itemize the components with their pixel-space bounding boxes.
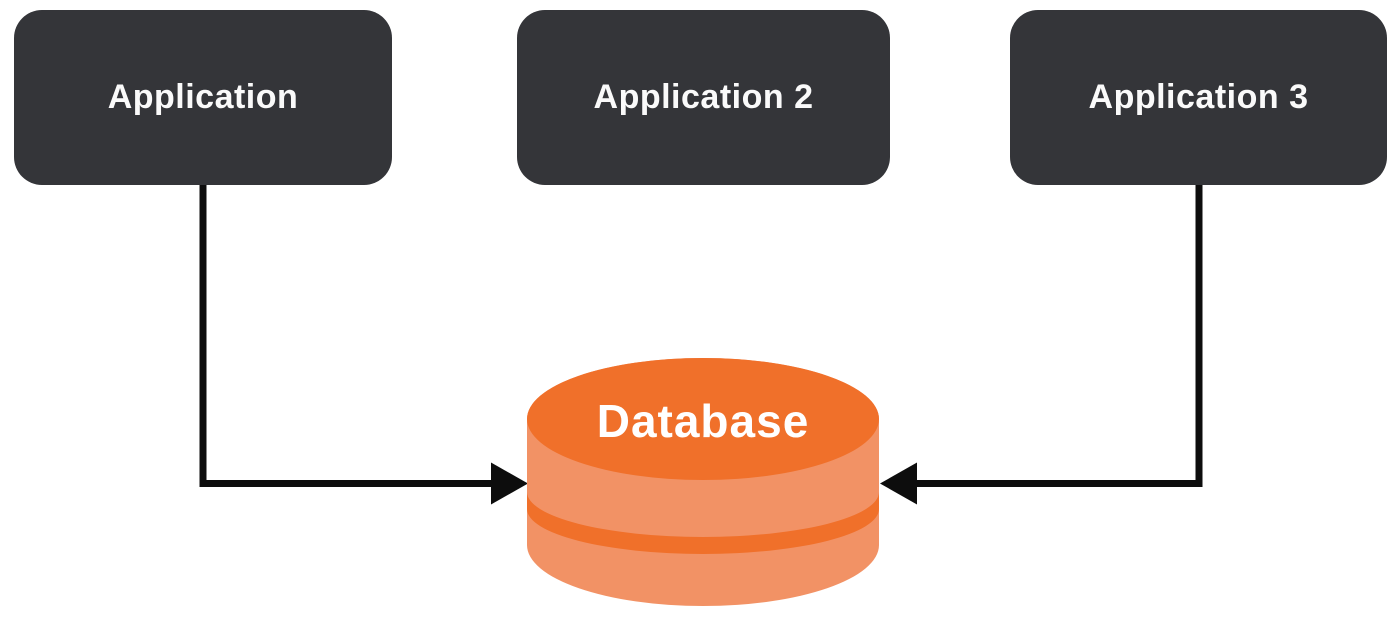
node-application-3-label: Application 3 (1088, 78, 1309, 116)
node-application-2: Application 2 (517, 10, 890, 185)
connector-application-to-database (199, 183, 491, 487)
node-application-1-label: Application (107, 78, 299, 116)
connector-application3-to-database (917, 183, 1203, 487)
node-application-2-label: Application 2 (593, 78, 814, 116)
node-application-1: Application (14, 10, 392, 185)
node-application-3: Application 3 (1010, 10, 1387, 185)
database-stripe (527, 492, 879, 554)
database-label: Database (597, 395, 810, 447)
arrowhead-left-icon (880, 462, 917, 505)
arrowhead-right-icon (491, 462, 528, 505)
database-cylinder-icon: Database (527, 358, 879, 606)
database-top-ellipse (527, 358, 879, 480)
